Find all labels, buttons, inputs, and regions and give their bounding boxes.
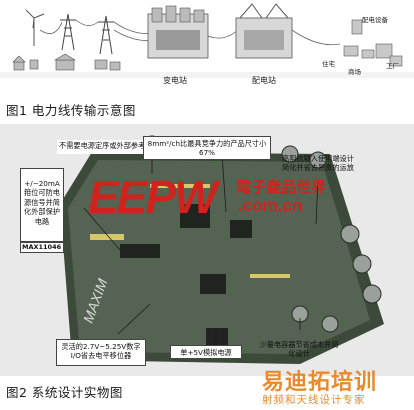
- callout-high-impedance: 高阻抗输入使用端设计简化并省去昂贵的运放: [282, 154, 354, 173]
- label-factory: 工厂: [386, 62, 399, 70]
- rf-logo: 易迪拓培训: [262, 370, 378, 395]
- callout-protection: +/−20mA箝位可防电源信号并简化外部保护电路: [20, 168, 64, 242]
- label-commercial: 商场: [348, 68, 361, 76]
- eepw-url-watermark: .com.cn: [238, 196, 303, 215]
- callout-digital-io: 灵活的2.7V~5.25V数字I/O省去电平移位器: [56, 339, 146, 366]
- callout-no-sequence: 不需要电源定序或外部参考: [57, 140, 170, 154]
- callout-capacitors: 少量电容器节省成本并简化设计: [259, 340, 339, 359]
- distribution-station-icon: [235, 3, 293, 59]
- circuit-board: MAXIM: [60, 135, 384, 364]
- figure1-caption: 图1 电力线传输示意图: [6, 103, 136, 118]
- callout-size: 8mm²/ch比最具竞争力的产品尺寸小67%: [143, 136, 271, 160]
- label-distribution-equipment: 配电设备: [362, 16, 388, 24]
- label-distribution-station: 配电站: [252, 76, 276, 85]
- wind-turbine-icon: [25, 9, 45, 46]
- substation-icon: [147, 5, 209, 59]
- label-residence: 住宅: [322, 60, 335, 68]
- figure2-caption: 图2 系统设计实物图: [6, 385, 123, 400]
- board-photo: MAXIM: [0, 124, 414, 376]
- house-icon: [12, 53, 121, 71]
- chip-icon: [120, 204, 252, 294]
- eepw-chinese-watermark: 電子產品世界: [236, 178, 327, 196]
- building-icon: [343, 19, 403, 67]
- part-number-label: MAX11046: [20, 242, 64, 253]
- power-line-diagram: [0, 3, 414, 78]
- label-substation: 变电站: [163, 76, 187, 85]
- eepw-logo: EEPW: [88, 171, 217, 223]
- transmission-tower-icon: [60, 13, 114, 55]
- rf-subtitle: 射频和天线设计专家: [262, 394, 366, 406]
- callout-analog-supply: 单+5V模拟电源: [170, 345, 242, 359]
